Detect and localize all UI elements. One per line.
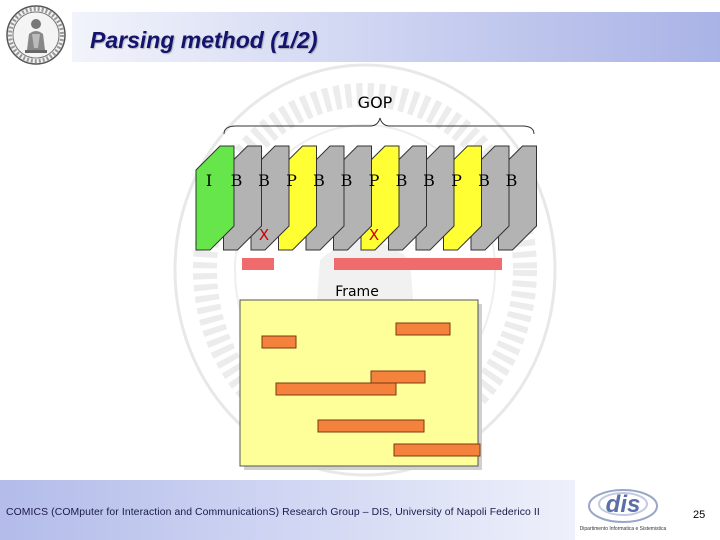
frame-type-label: I [206, 171, 212, 190]
highlight-bar-1 [242, 258, 274, 270]
slice-bar [395, 322, 451, 336]
title-bar [72, 12, 720, 62]
gop-brace [223, 117, 535, 135]
slice-bar [370, 370, 426, 384]
slice-bar [317, 419, 425, 433]
frame-label: Frame [335, 284, 379, 300]
slice-bar [275, 382, 397, 396]
footer-text: COMICS (COMputer for Interaction and Com… [6, 507, 540, 518]
frame-x-mark: X [259, 226, 269, 244]
frame-type-label: P [286, 171, 297, 190]
footer-bar [0, 480, 575, 540]
frame-type-label: P [451, 171, 462, 190]
frame-type-label: B [341, 171, 353, 190]
gop-frame-1 [195, 145, 235, 251]
slice-bar [261, 335, 297, 349]
gop-label: GOP [358, 93, 393, 112]
frame-type-label: B [396, 171, 408, 190]
frame-type-label: B [423, 171, 435, 190]
frame-type-label: B [258, 171, 270, 190]
slide-title: Parsing method (1/2) [90, 27, 318, 53]
frame-type-label: B [231, 171, 243, 190]
dis-logo-icon: dis Dipartimento Informatica e Sistemist… [580, 489, 667, 532]
frame-type-label: B [506, 171, 518, 190]
logo-subtext: Dipartimento Informatica e Sistemistica [580, 526, 667, 532]
frame-type-label: P [369, 171, 380, 190]
slice-bars [261, 322, 481, 457]
logo-text: dis [606, 491, 641, 518]
page-number: 25 [693, 509, 706, 521]
university-seal-icon [6, 5, 66, 65]
frame-type-label: B [478, 171, 490, 190]
highlight-bar-2 [334, 258, 502, 270]
slice-bar [393, 443, 481, 457]
frame-type-label: B [313, 171, 325, 190]
frame-x-mark: X [369, 226, 379, 244]
